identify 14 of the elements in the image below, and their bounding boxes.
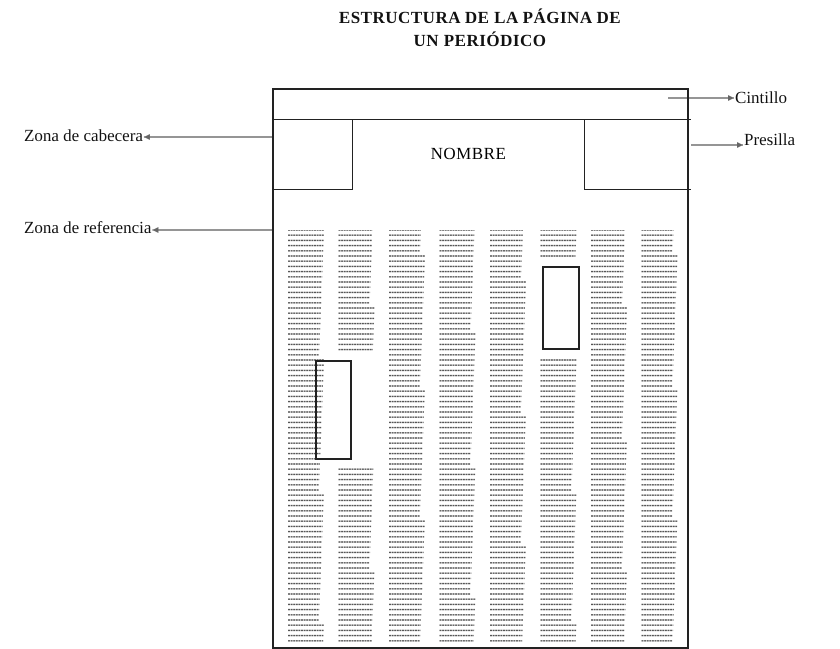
diagram-title: ESTRUCTURA DE LA PÁGINA DE UN PERIÓDICO xyxy=(338,7,622,52)
part-label: Zona de cabecera xyxy=(24,126,143,146)
leader-arrow xyxy=(691,142,743,148)
leader-arrow xyxy=(152,227,274,233)
picture-frame xyxy=(315,360,352,460)
part-label: Presilla xyxy=(744,130,795,150)
part-label: Cintillo xyxy=(735,88,787,108)
leader-arrow xyxy=(144,134,274,140)
page-outline xyxy=(272,88,689,649)
picture-frame xyxy=(542,266,580,350)
leader-arrow xyxy=(668,95,734,101)
nameplate-box xyxy=(352,120,585,190)
nameplate-text: NOMBRE xyxy=(430,144,508,164)
part-label: Zona de referencia xyxy=(24,218,152,238)
